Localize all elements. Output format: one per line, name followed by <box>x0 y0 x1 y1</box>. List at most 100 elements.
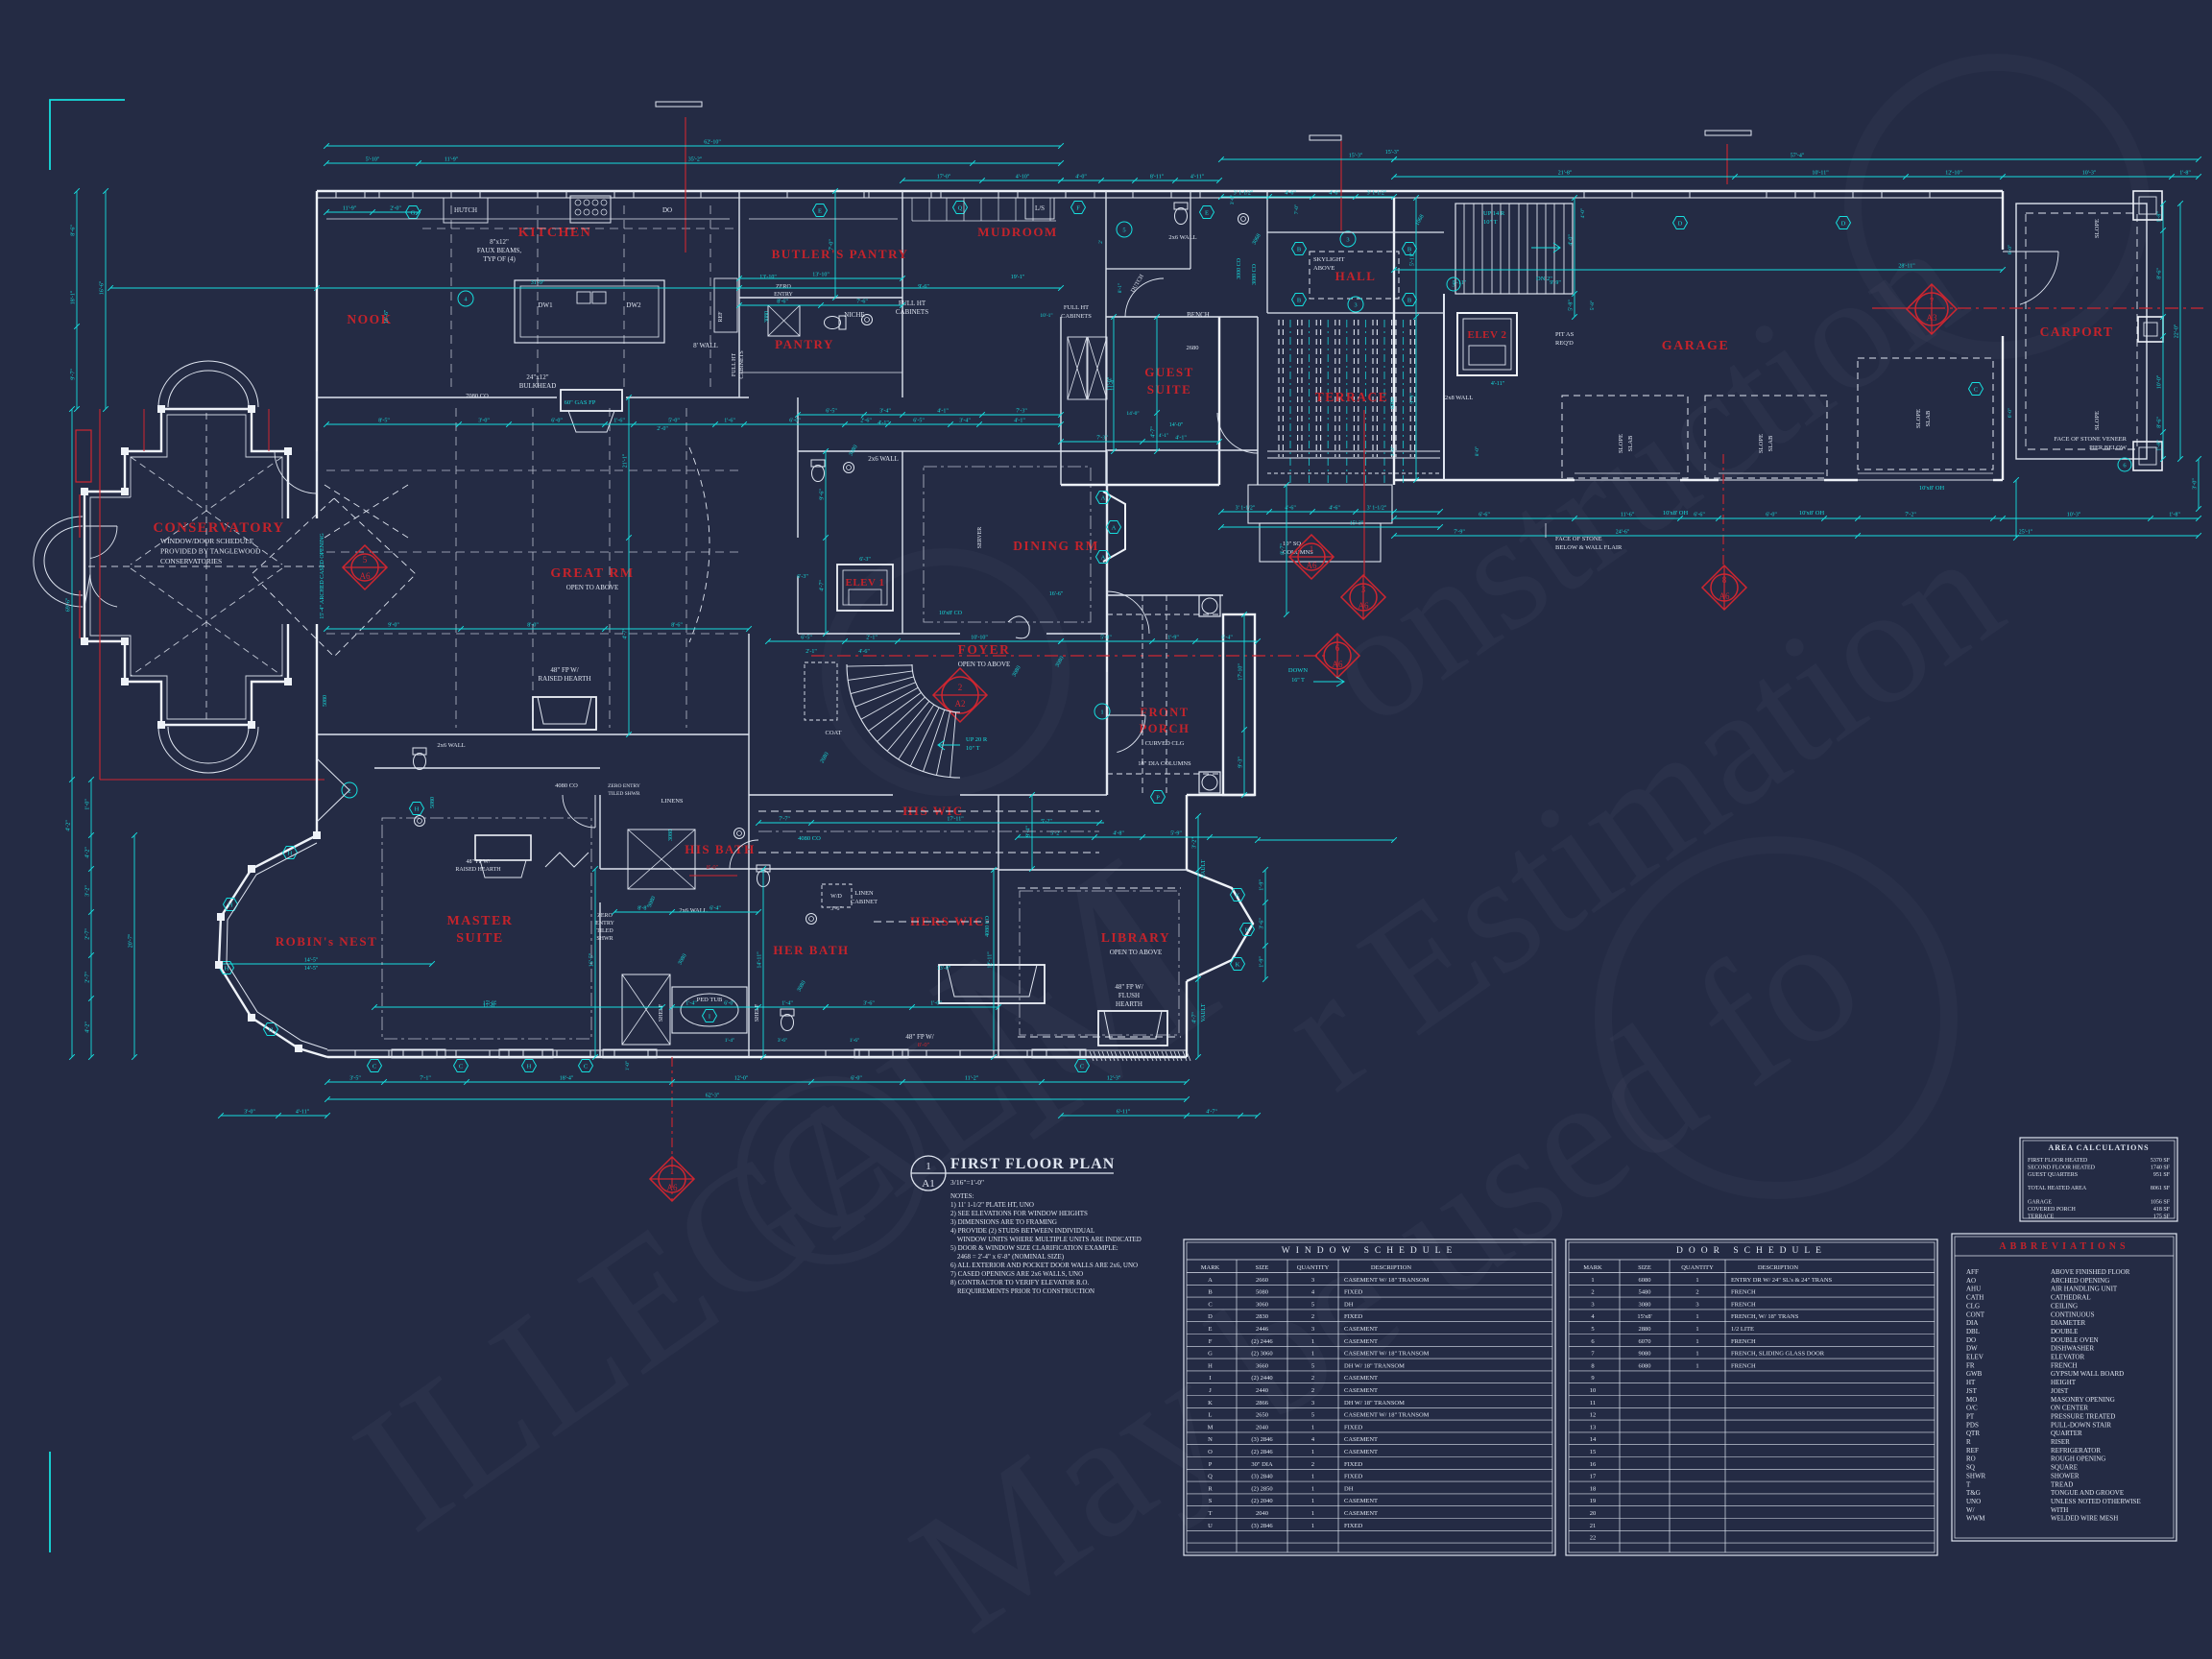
svg-text:R: R <box>1208 1485 1213 1492</box>
svg-text:5'-2": 5'-2" <box>1050 831 1062 837</box>
svg-text:17'-0": 17'-0" <box>483 1001 497 1007</box>
svg-text:1: 1 <box>1311 1498 1314 1504</box>
svg-text:PANTRY: PANTRY <box>775 337 834 351</box>
svg-text:CASEMENT: CASEMENT <box>1344 1510 1378 1517</box>
svg-text:REF: REF <box>1966 1447 1979 1455</box>
svg-text:10: 10 <box>1590 1387 1597 1394</box>
svg-text:FIXED: FIXED <box>1344 1474 1362 1480</box>
svg-text:11'-0": 11'-0" <box>1110 377 1116 390</box>
svg-text:CONT: CONT <box>1966 1310 1985 1318</box>
svg-text:2'-1": 2'-1" <box>866 636 878 641</box>
svg-text:6: 6 <box>1335 643 1340 653</box>
svg-text:CABINETS: CABINETS <box>739 350 745 378</box>
svg-text:B: B <box>1297 297 1302 303</box>
svg-text:SLOPE: SLOPE <box>1758 434 1765 453</box>
svg-text:1056 SF: 1056 SF <box>2151 1200 2171 1206</box>
svg-text:CLG: CLG <box>1966 1302 1980 1310</box>
svg-text:1: 1 <box>1695 1338 1698 1345</box>
svg-text:A6: A6 <box>1333 660 1343 669</box>
svg-text:SKYLIGHT: SKYLIGHT <box>1313 256 1345 263</box>
svg-text:FLUSH: FLUSH <box>1118 992 1140 999</box>
svg-text:DOUBLE: DOUBLE <box>2051 1328 2078 1335</box>
svg-text:6'-0": 6'-0" <box>551 419 563 424</box>
svg-text:COVERED PORCH: COVERED PORCH <box>2028 1207 2077 1213</box>
svg-text:7: 7 <box>1591 1351 1595 1358</box>
svg-text:4'-7": 4'-7" <box>1206 1110 1217 1116</box>
svg-text:20'-7": 20'-7" <box>129 933 134 948</box>
svg-text:5'-9": 5'-9" <box>1170 831 1182 837</box>
svg-text:DH W/ 18" TRANSOM: DH W/ 18" TRANSOM <box>1344 1362 1405 1369</box>
svg-text:5: 5 <box>1311 1412 1314 1419</box>
svg-text:QTR: QTR <box>1966 1430 1980 1437</box>
svg-text:RISER: RISER <box>2051 1438 2070 1446</box>
svg-text:3/16"=1'-0": 3/16"=1'-0" <box>950 1178 984 1187</box>
svg-text:W/D: W/D <box>830 894 842 900</box>
svg-text:A6: A6 <box>1307 561 1317 570</box>
svg-text:17'-10": 17'-10" <box>1238 663 1244 681</box>
svg-text:6'-3": 6'-3" <box>859 557 871 563</box>
svg-text:2'-0": 2'-0" <box>390 206 401 212</box>
svg-text:5080: 5080 <box>323 695 328 707</box>
svg-text:12'-3": 12'-3" <box>1107 1076 1121 1082</box>
svg-text:ABOVE FINISHED FLOOR: ABOVE FINISHED FLOOR <box>2051 1268 2130 1276</box>
svg-text:5'-11": 5'-11" <box>1410 252 1416 266</box>
svg-text:4'-0": 4'-0" <box>1580 208 1586 219</box>
svg-text:ABBREVIATIONS: ABBREVIATIONS <box>1999 1241 2128 1252</box>
svg-text:GUEST: GUEST <box>1144 365 1194 379</box>
svg-text:TOTAL HEATED AREA: TOTAL HEATED AREA <box>2028 1186 2087 1191</box>
svg-text:TERRACE: TERRACE <box>2028 1214 2055 1220</box>
svg-text:LINEN: LINEN <box>854 890 874 897</box>
svg-text:2'-7": 2'-7" <box>85 928 91 940</box>
svg-text:SLAB: SLAB <box>1627 435 1634 451</box>
svg-text:4'-6": 4'-6" <box>1329 191 1340 197</box>
svg-text:60" GAS FP: 60" GAS FP <box>565 399 596 406</box>
svg-text:AIR HANDLING UNIT: AIR HANDLING UNIT <box>2051 1286 2118 1293</box>
svg-text:3' 1-1/2": 3' 1-1/2" <box>1367 506 1387 512</box>
svg-text:DN 2": DN 2" <box>1536 276 1552 282</box>
svg-text:JOIST: JOIST <box>2051 1387 2069 1395</box>
svg-text:3080: 3080 <box>849 445 859 457</box>
svg-text:19: 19 <box>1590 1498 1597 1504</box>
svg-text:3'-0": 3'-0" <box>478 419 490 424</box>
svg-text:9: 9 <box>1591 1375 1594 1382</box>
svg-text:1'-0": 1'-0" <box>625 1061 631 1071</box>
svg-text:FR: FR <box>1966 1361 1975 1369</box>
svg-text:6: 6 <box>1591 1338 1595 1345</box>
svg-text:H: H <box>415 805 420 812</box>
svg-text:2830: 2830 <box>1256 1313 1268 1320</box>
svg-text:2x8 WALL: 2x8 WALL <box>1445 395 1473 401</box>
svg-text:ZERO ENTRY: ZERO ENTRY <box>608 783 640 789</box>
svg-text:SLAB: SLAB <box>1767 435 1774 451</box>
svg-text:4'-0": 4'-0" <box>1569 234 1575 246</box>
svg-text:6'-0": 6'-0" <box>724 1001 735 1007</box>
svg-text:H: H <box>225 965 229 972</box>
svg-text:Q: Q <box>958 204 963 211</box>
svg-text:1'-8": 1'-8" <box>2157 440 2163 451</box>
svg-text:T&G: T&G <box>1966 1489 1981 1497</box>
svg-text:4'-1": 4'-1" <box>1159 433 1169 439</box>
svg-text:8'-6": 8'-6" <box>671 623 683 629</box>
svg-text:AREA CALCULATIONS: AREA CALCULATIONS <box>2048 1143 2149 1152</box>
svg-text:1: 1 <box>1695 1351 1698 1358</box>
svg-text:2866: 2866 <box>1256 1400 1269 1407</box>
svg-text:4'-6": 4'-6" <box>858 649 870 655</box>
svg-text:AFF: AFF <box>1966 1268 1979 1276</box>
svg-text:5) DOOR & WINDOW SIZE CLARIFIC: 5) DOOR & WINDOW SIZE CLARIFICATION EXAM… <box>950 1244 1118 1252</box>
svg-text:1'-0": 1'-0" <box>85 799 91 810</box>
svg-text:11'-2": 11'-2" <box>965 1076 979 1082</box>
svg-text:5'-8": 5'-8" <box>1569 300 1575 311</box>
svg-text:1'-4": 1'-4" <box>781 1001 793 1007</box>
svg-text:HALL: HALL <box>1335 269 1377 283</box>
svg-text:951 SF: 951 SF <box>2153 1172 2171 1178</box>
svg-text:2440: 2440 <box>1256 1387 1268 1394</box>
svg-text:1'-8": 1'-8" <box>2157 211 2163 223</box>
svg-text:4'-10": 4'-10" <box>1016 175 1030 180</box>
svg-text:6'-0": 6'-0" <box>2008 245 2013 255</box>
svg-text:ENTRY: ENTRY <box>774 292 793 298</box>
svg-text:2680: 2680 <box>1187 345 1199 351</box>
svg-text:ROBIN's NEST: ROBIN's NEST <box>276 934 378 949</box>
svg-text:HIS BATH: HIS BATH <box>685 842 756 856</box>
svg-text:E: E <box>818 207 822 214</box>
svg-text:22'-0": 22'-0" <box>2175 324 2180 338</box>
svg-text:2680: 2680 <box>820 752 830 764</box>
